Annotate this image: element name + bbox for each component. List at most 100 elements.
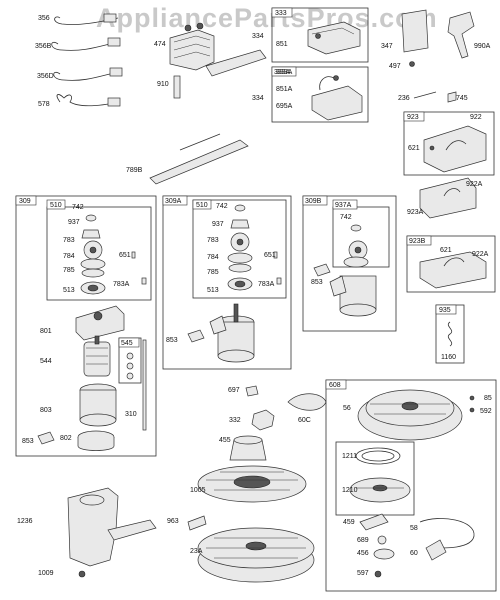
callout-1210: 1210 bbox=[342, 487, 358, 494]
callout-332: 332 bbox=[229, 417, 241, 424]
box-label: 333 bbox=[275, 10, 287, 17]
callout-853-c: 853 bbox=[311, 279, 323, 286]
callout-963: 963 bbox=[167, 518, 179, 525]
wire-356-icon bbox=[54, 16, 119, 25]
callout-742-b: 742 bbox=[216, 203, 228, 210]
box-309 bbox=[15, 195, 157, 457]
box-510-left bbox=[46, 206, 152, 301]
callout-474: 474 bbox=[154, 41, 166, 48]
callout-990A: 990A bbox=[474, 43, 491, 50]
callout-651: 651 bbox=[119, 252, 131, 259]
callout-695A: 695A bbox=[276, 103, 293, 110]
box-label-tags: 309 510 545 309A 510 309B 937A 333 333A … bbox=[15, 7, 457, 390]
bracket-923-icon bbox=[423, 125, 487, 173]
callout-544: 544 bbox=[40, 358, 52, 365]
callout-58: 58 bbox=[410, 525, 418, 532]
lever-789B-icon bbox=[149, 139, 249, 185]
callout-85: 85 bbox=[484, 395, 492, 402]
armature-474-icon bbox=[169, 29, 215, 71]
callout-597: 597 bbox=[357, 570, 369, 577]
bracket-923A-icon bbox=[419, 177, 477, 219]
box-label: 545 bbox=[121, 340, 133, 347]
callout-922A-b: 922A bbox=[472, 251, 489, 258]
box-label: 510 bbox=[196, 202, 208, 209]
watermark: AppliancePartsPros.com bbox=[96, 3, 438, 33]
callout-910: 910 bbox=[157, 81, 169, 88]
callout-783: 783 bbox=[63, 237, 75, 244]
callout-742: 742 bbox=[72, 204, 84, 211]
callout-310: 310 bbox=[125, 411, 137, 418]
callout-783-b: 783 bbox=[207, 237, 219, 244]
callout-1160: 1160 bbox=[441, 354, 456, 361]
box-510-mid bbox=[192, 199, 287, 299]
callout-689: 689 bbox=[357, 537, 369, 544]
callout-56: 56 bbox=[343, 405, 351, 412]
callout-621: 621 bbox=[408, 145, 420, 152]
callout-853-b: 853 bbox=[166, 337, 178, 344]
box-label: 935 bbox=[439, 307, 451, 314]
box-label: 608 bbox=[329, 382, 341, 389]
callout-783A: 783A bbox=[113, 281, 130, 288]
wire-578-icon bbox=[56, 94, 121, 107]
module-333A-icon bbox=[311, 85, 363, 121]
callout-513-b: 513 bbox=[207, 287, 219, 294]
callout-789B: 789B bbox=[126, 167, 143, 174]
box-309A bbox=[162, 195, 292, 370]
callout-497: 497 bbox=[389, 63, 401, 70]
box-937A bbox=[332, 206, 390, 268]
part-347-icon bbox=[401, 9, 429, 53]
box-1211-1210 bbox=[335, 441, 415, 516]
callout-802: 802 bbox=[60, 435, 72, 442]
callout-1211: 1211 bbox=[342, 453, 357, 460]
callout-1236: 1236 bbox=[17, 518, 33, 525]
module-333-icon bbox=[307, 21, 361, 55]
callout-236: 236 bbox=[398, 95, 410, 102]
callout-922A: 922A bbox=[466, 181, 483, 188]
callout-801: 801 bbox=[40, 328, 52, 335]
callout-334-b: 334 bbox=[252, 95, 264, 102]
callout-334: 334 bbox=[252, 33, 264, 40]
callout-592: 592 bbox=[480, 408, 492, 415]
box-label: 309 bbox=[19, 198, 31, 205]
callout-785-b: 785 bbox=[207, 269, 219, 276]
callout-784: 784 bbox=[63, 253, 75, 260]
callout-513: 513 bbox=[63, 287, 75, 294]
callout-785: 785 bbox=[63, 267, 75, 274]
box-label: 937A bbox=[335, 202, 352, 209]
callout-697: 697 bbox=[228, 387, 240, 394]
callout-784-b: 784 bbox=[207, 254, 219, 261]
box-label: 923 bbox=[407, 114, 419, 121]
box-label: 309B bbox=[305, 198, 322, 205]
callout-937-b: 937 bbox=[212, 221, 224, 228]
box-309B bbox=[302, 195, 397, 332]
spring-935-icon bbox=[447, 321, 453, 347]
box-label: 923B bbox=[409, 238, 426, 245]
callout-851A: 851A bbox=[276, 86, 293, 93]
callout-60: 60 bbox=[410, 550, 418, 557]
box-label: 510 bbox=[50, 202, 62, 209]
callout-1005: 1005 bbox=[190, 487, 206, 494]
callout-937: 937 bbox=[68, 219, 80, 226]
callout-621-b: 621 bbox=[440, 247, 452, 254]
callout-333A: 333A bbox=[276, 69, 293, 76]
callout-851: 851 bbox=[276, 41, 288, 48]
box-923B bbox=[406, 235, 496, 293]
callout-347: 347 bbox=[381, 43, 393, 50]
callout-356B: 356B bbox=[35, 43, 52, 50]
wire-356B-icon bbox=[51, 41, 119, 51]
callout-labels: 356 356B 356D 578 474 910 334 851 334 33… bbox=[17, 15, 492, 577]
callout-923A: 923A bbox=[407, 209, 424, 216]
box-923 bbox=[403, 111, 495, 176]
callout-578: 578 bbox=[38, 101, 50, 108]
callout-356D: 356D bbox=[37, 73, 54, 80]
bracket-923B-icon bbox=[419, 251, 487, 289]
wire-356D-icon bbox=[53, 71, 119, 81]
callout-1009: 1009 bbox=[38, 570, 54, 577]
callout-455: 455 bbox=[219, 437, 231, 444]
callout-60C: 60C bbox=[298, 417, 311, 424]
box-label: 309A bbox=[165, 198, 182, 205]
callout-742-c: 742 bbox=[340, 214, 352, 221]
callout-745: 745 bbox=[456, 95, 468, 102]
callout-783A-b: 783A bbox=[258, 281, 275, 288]
